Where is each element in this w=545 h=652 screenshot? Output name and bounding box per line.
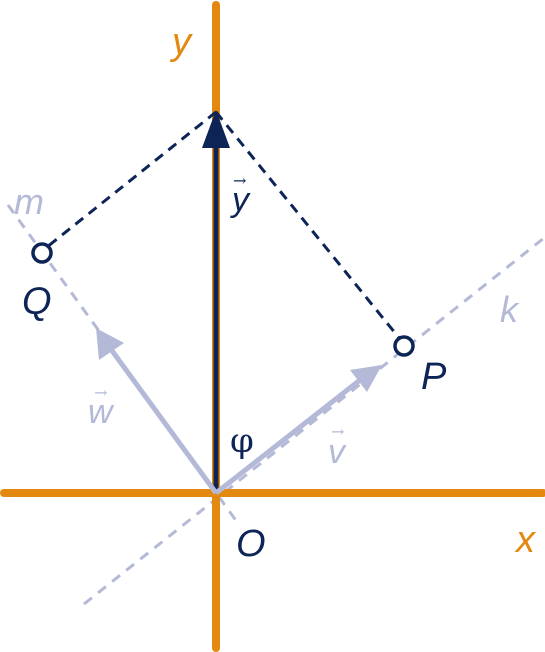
vector-y-arrowhead xyxy=(202,110,230,148)
vector-w-arrowhead xyxy=(96,328,124,360)
line-k-label: k xyxy=(500,289,520,330)
vector-w-label: w xyxy=(88,393,115,431)
line-m-label: m xyxy=(14,181,44,222)
vector-w-accent: → xyxy=(94,383,107,402)
point-P-label: P xyxy=(421,356,447,398)
dashed-line-to-Q xyxy=(41,110,217,253)
vector-y-accent: → xyxy=(233,171,246,190)
angle-phi-label: φ xyxy=(230,421,254,461)
vector-v-arrowhead xyxy=(350,365,382,392)
vector-w-shaft xyxy=(107,346,219,495)
point-P-marker xyxy=(393,335,415,357)
vector-y-label: y xyxy=(230,181,251,219)
origin-label: O xyxy=(236,523,266,565)
y-axis-label: y xyxy=(169,21,193,63)
dashed-line-to-P xyxy=(214,111,406,345)
point-Q-marker xyxy=(31,242,53,264)
vector-v-label: v xyxy=(328,433,347,471)
x-axis-label: x xyxy=(514,519,537,561)
line-k xyxy=(83,236,545,606)
vector-v-shaft xyxy=(214,378,362,495)
vector-v-accent: → xyxy=(331,422,344,441)
point-Q-label: Q xyxy=(22,281,52,323)
